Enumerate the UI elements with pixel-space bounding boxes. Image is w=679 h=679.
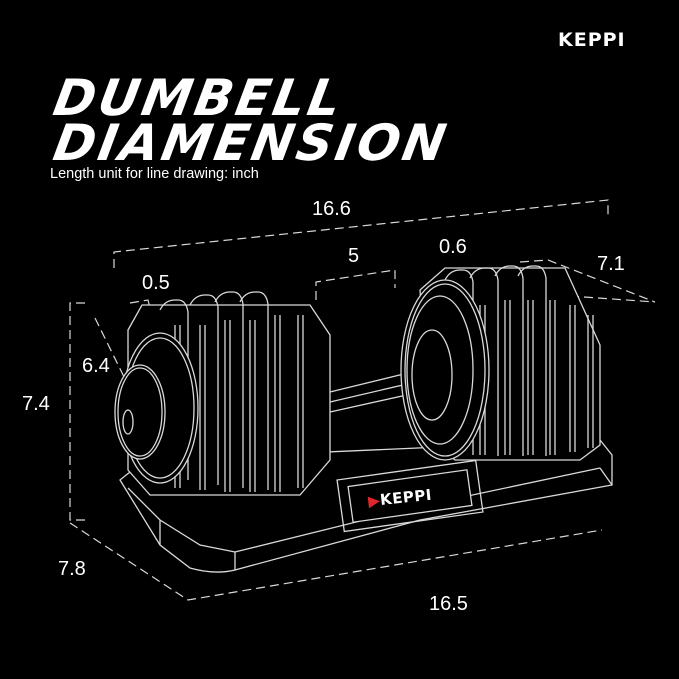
dim-total-height: 7.4 [22, 393, 50, 415]
dim-depth: 7.1 [597, 253, 625, 275]
dimension-lines [69, 199, 656, 601]
dim-tray-length: 16.5 [429, 593, 468, 615]
right-weight-stack [400, 265, 601, 461]
dim-overall-length: 16.6 [312, 198, 351, 220]
dim-plate-height: 6.4 [82, 355, 110, 377]
dim-right-plate-thickness: 0.6 [439, 236, 467, 258]
left-weight-stack [114, 291, 331, 496]
brand-logo: KEPPI [558, 29, 626, 51]
unit-note: Length unit for line drawing: inch [50, 166, 259, 182]
dim-tray-depth: 7.8 [58, 558, 86, 580]
tray-base [119, 439, 613, 573]
dim-handle-length: 5 [348, 245, 360, 267]
dim-left-plate-thickness: 0.5 [142, 272, 170, 294]
